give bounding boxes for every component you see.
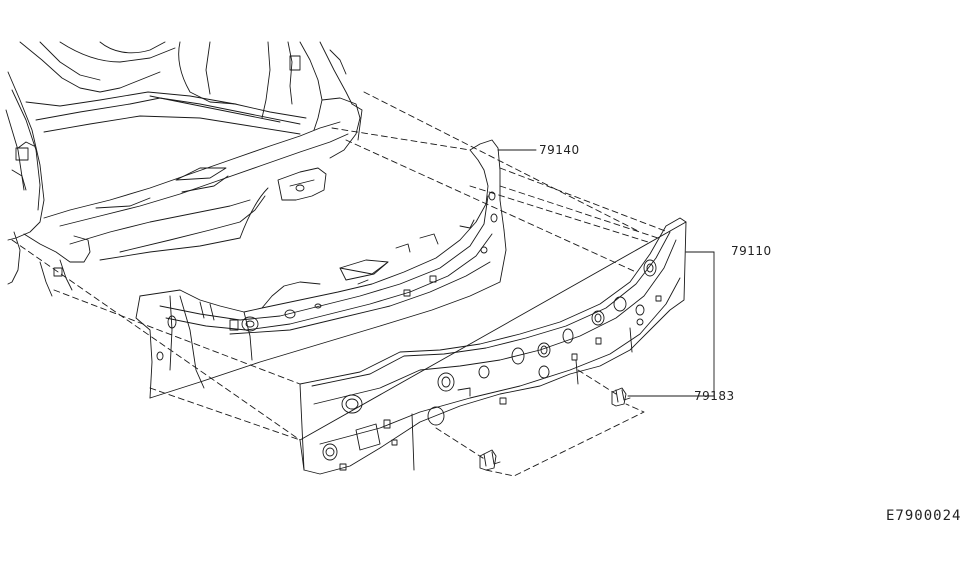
vehicle-body-structure bbox=[6, 42, 362, 296]
part-number-79110: 79110 bbox=[731, 244, 772, 258]
part-number-79183: 79183 bbox=[694, 389, 735, 403]
part-79183-bracket-clips bbox=[480, 388, 630, 470]
diagram-reference-id: E7900024 bbox=[886, 508, 962, 524]
part-number-79140: 79140 bbox=[539, 143, 580, 157]
part-79140-rear-inner-panel bbox=[136, 140, 506, 398]
part-79110-rear-waist-panel bbox=[300, 218, 686, 474]
assembly-leader-lines bbox=[12, 92, 668, 476]
callout-leaders bbox=[498, 150, 714, 396]
